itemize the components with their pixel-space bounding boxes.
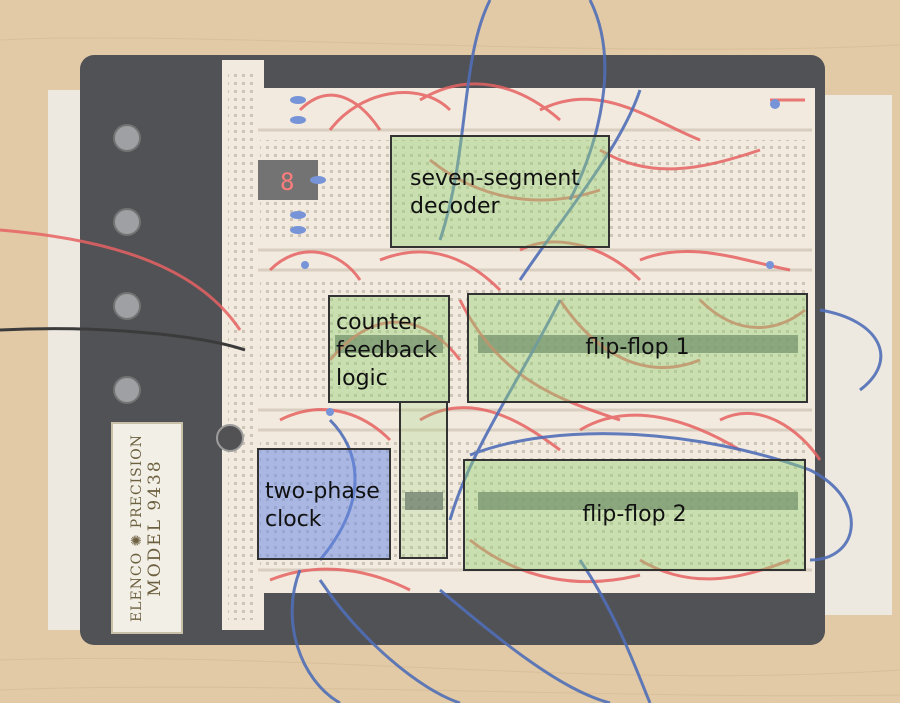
two-phase-clock-text: two-phase clock (265, 479, 380, 532)
plate-text: ELENCO ✺ PRECISION MODEL 9438 (129, 428, 165, 628)
mounting-holes (113, 124, 141, 404)
plate-model: MODEL 9438 (145, 459, 165, 597)
two-phase-clock-label: two-phase clock (257, 448, 391, 560)
display-digit: 8 (280, 168, 294, 196)
plate-brand: ELENCO ✺ PRECISION (129, 433, 145, 623)
black-wire (0, 327, 246, 352)
red-wires (0, 82, 822, 592)
counter-feedback-logic-label: counter feedback logic (328, 295, 450, 403)
seven-segment-decoder-label: seven-segment decoder (390, 135, 610, 248)
flip-flop-1-label: flip-flop 1 (467, 293, 808, 403)
flip-flop-2-label: flip-flop 2 (463, 459, 806, 571)
resistors (290, 96, 780, 416)
seven-segment-display (258, 160, 318, 200)
unlabeled-region-box (399, 401, 448, 559)
flip-flop-1-text: flip-flop 1 (585, 335, 690, 360)
counter-feedback-logic-text: counter feedback logic (336, 310, 438, 391)
seven-segment-decoder-text: seven-segment decoder (410, 166, 580, 219)
flip-flop-2-text: flip-flop 2 (582, 502, 687, 527)
electrolytic-capacitor (216, 424, 244, 452)
product-plate: ELENCO ✺ PRECISION MODEL 9438 (111, 422, 183, 634)
ic-chips (335, 335, 798, 510)
wood-grain (0, 37, 900, 697)
